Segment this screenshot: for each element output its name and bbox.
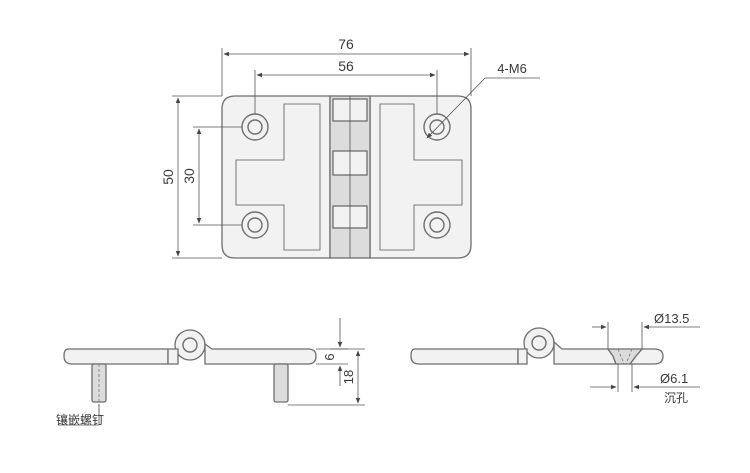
insert-screw-right — [273, 363, 289, 403]
front-knuckle-inner — [182, 337, 198, 353]
dim-50-label: 50 — [160, 169, 176, 185]
right-leaf-outline — [369, 95, 472, 259]
side-knuckle-outer — [523, 327, 555, 359]
dimension-overall-height: 50 — [160, 95, 222, 259]
counterbore-label: 沉孔 — [664, 391, 688, 405]
left-leaf-pocket — [235, 103, 321, 251]
hole-dia-label: Ø6.1 — [660, 371, 688, 386]
dim-76-label: 76 — [338, 36, 354, 52]
side-knuckle-inner — [531, 335, 547, 351]
side-left-plate — [410, 348, 519, 365]
top-view: 76 56 50 30 4-M6 — [160, 36, 540, 259]
side-right-plate — [553, 340, 617, 365]
side-right-plate-end — [628, 348, 664, 365]
thread-callout: 4-M6 — [426, 61, 540, 139]
front-knuckle-outer — [174, 329, 206, 361]
dimension-counterbore: Ø13.5 — [592, 311, 700, 349]
front-right-plate — [204, 342, 317, 365]
dimension-hole-spacing-x: 56 — [254, 58, 438, 114]
dim-30-label: 30 — [181, 168, 197, 184]
thread-callout-label: 4-M6 — [497, 61, 527, 76]
counterbore-dia-label: Ø13.5 — [654, 311, 689, 326]
dimension-overall-width: 76 — [221, 36, 472, 96]
left-leaf-outline — [221, 95, 331, 259]
dim-56-label: 56 — [338, 58, 354, 74]
dim-18-label: 18 — [341, 370, 356, 384]
dimension-hole-spacing-y: 30 — [181, 126, 242, 226]
right-leaf-pocket — [379, 103, 463, 251]
front-left-plate — [63, 348, 169, 365]
side-knuckle-link — [517, 348, 528, 365]
hole-bottom-right — [423, 211, 451, 239]
dim-6-label: 6 — [322, 353, 337, 360]
front-view: 镶嵌螺钉 6 18 — [56, 318, 365, 427]
dimension-hole: Ø6.1 沉孔 — [590, 364, 700, 405]
hinge-knuckle — [329, 95, 371, 259]
dimension-height: 18 — [288, 348, 365, 406]
side-view: Ø13.5 Ø6.1 沉孔 — [410, 311, 700, 405]
front-knuckle-link — [167, 348, 179, 365]
insert-screw-label: 镶嵌螺钉 — [56, 412, 104, 427]
